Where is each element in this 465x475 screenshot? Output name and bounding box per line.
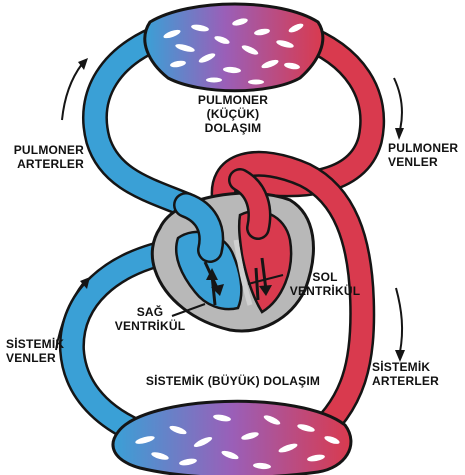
heart bbox=[150, 191, 315, 333]
pulmonary-circulation-label: PULMONER (KÜÇÜK) DOLAŞIM bbox=[188, 93, 278, 135]
pulmonary-veins-line1: PULMONER bbox=[388, 141, 459, 155]
right-ventricle-line1: SAĞ bbox=[136, 305, 164, 319]
pulmonary-arteries-label: PULMONER ARTERLER bbox=[4, 143, 84, 171]
left-ventricle-line2: VENTRİKÜL bbox=[289, 284, 361, 298]
flow-arrows bbox=[55, 63, 404, 353]
right-ventricle-label: SAĞ VENTRİKÜL bbox=[110, 305, 190, 333]
systemic-veins-line1: SİSTEMİK bbox=[6, 337, 65, 351]
pulmonary-arteries-line1: PULMONER bbox=[13, 143, 84, 157]
pulmonary-veins-label: PULMONER VENLER bbox=[388, 141, 458, 169]
left-ventricle-line1: SOL bbox=[312, 270, 338, 284]
systemic-arteries-label: SİSTEMİK ARTERLER bbox=[372, 360, 439, 388]
pulmonary-arteries-line2: ARTERLER bbox=[17, 157, 84, 171]
systemic-veins-label: SİSTEMİK VENLER bbox=[6, 337, 64, 365]
pulmonary-veins-line2: VENLER bbox=[388, 155, 438, 169]
systemic-circulation-label: SİSTEMİK (BÜYÜK) DOLAŞIM bbox=[145, 374, 321, 388]
systemic-veins-line2: VENLER bbox=[6, 351, 56, 365]
pulmonary-circulation-line2: (KÜÇÜK) bbox=[206, 107, 260, 121]
systemic-capillary-bed bbox=[111, 399, 353, 475]
pulmonary-circulation-line3: DOLAŞIM bbox=[204, 121, 262, 135]
right-ventricle-line2: VENTRİKÜL bbox=[114, 319, 186, 333]
pulmonary-circulation-line1: PULMONER bbox=[197, 93, 269, 107]
systemic-arteries-line2: ARTERLER bbox=[372, 374, 439, 388]
pulmonary-capillary-bed bbox=[143, 2, 325, 93]
left-ventricle-label: SOL VENTRİKÜL bbox=[285, 270, 365, 298]
systemic-arteries-line1: SİSTEMİK bbox=[372, 360, 431, 374]
